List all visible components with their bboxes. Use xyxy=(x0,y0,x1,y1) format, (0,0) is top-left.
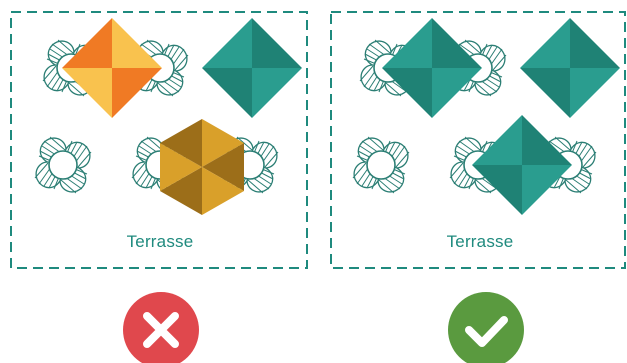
teal-umbrella-icon xyxy=(472,115,572,215)
orange-umbrella-icon xyxy=(62,18,162,118)
terrace-caption: Terrasse xyxy=(10,232,310,252)
table-set-icon xyxy=(353,137,409,193)
x-mark-icon xyxy=(121,290,201,363)
table-set-icon xyxy=(35,137,91,193)
teal-umbrella-icon xyxy=(520,18,620,118)
teal-umbrella-icon xyxy=(202,18,302,118)
teal-umbrella-icon xyxy=(382,18,482,118)
checkmark-icon xyxy=(446,290,526,363)
ochre-umbrella-icon xyxy=(160,119,244,215)
terrace-caption: Terrasse xyxy=(330,232,627,252)
